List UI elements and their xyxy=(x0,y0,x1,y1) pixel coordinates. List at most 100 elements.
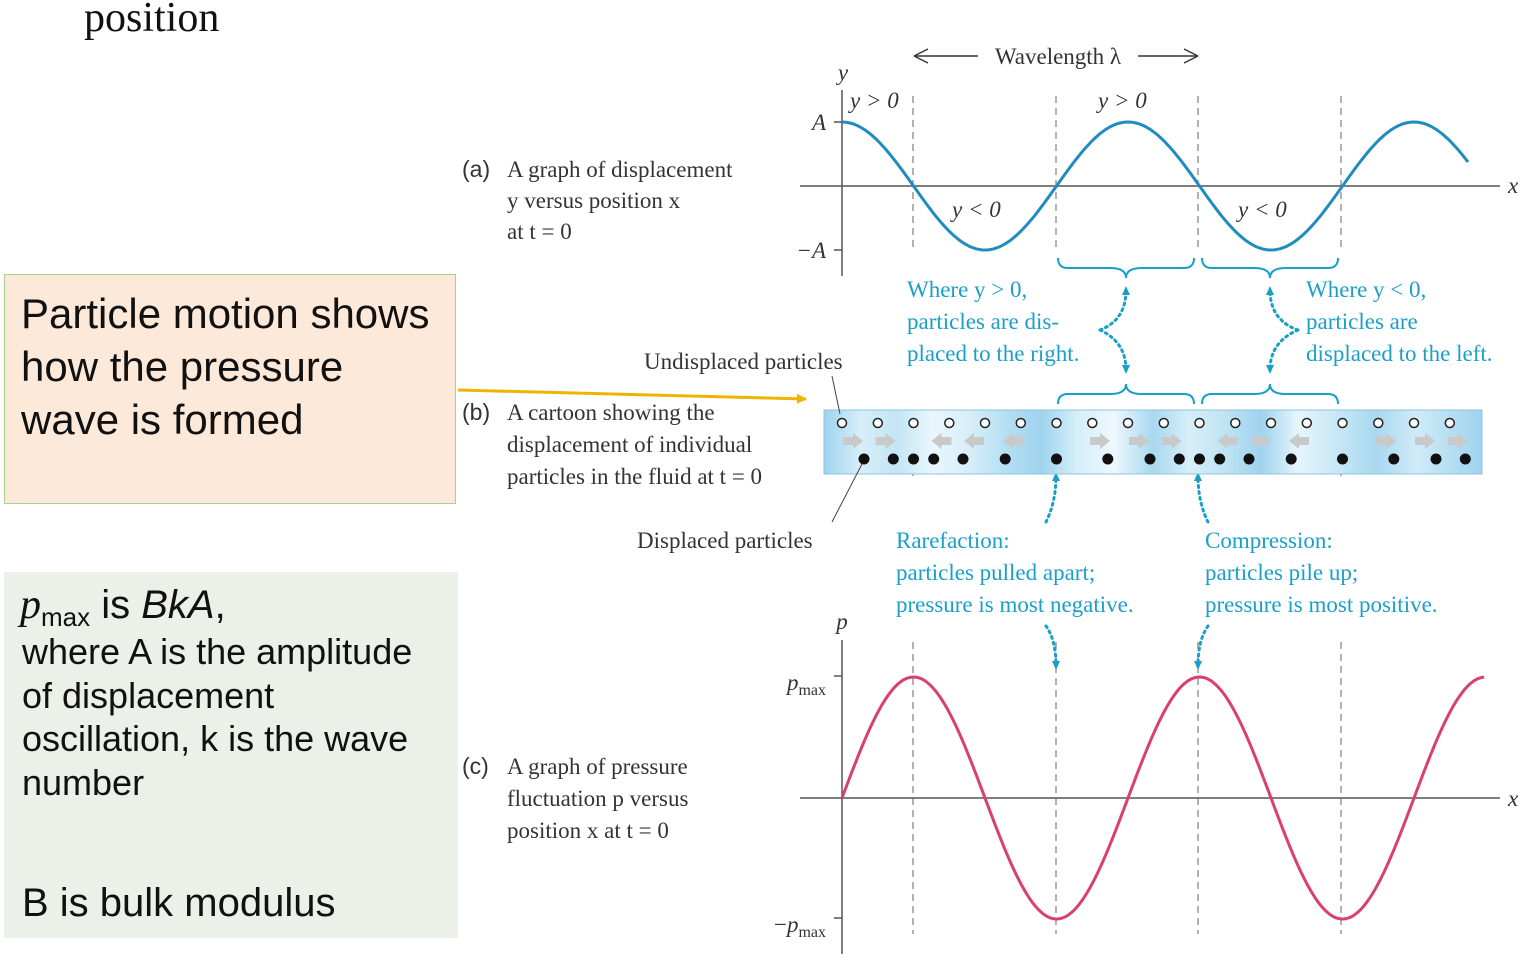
undisplaced-particle xyxy=(872,417,884,429)
region-label-y-pos-1: y > 0 xyxy=(848,88,899,113)
undisplaced-particle xyxy=(1158,417,1170,429)
note-right-displaced: Where y > 0, particles are dis- placed t… xyxy=(907,277,1079,366)
undisplaced-particle xyxy=(1444,417,1456,429)
undisplaced-particle xyxy=(836,417,848,429)
displaced-particle xyxy=(1051,453,1062,465)
undisplaced-particle xyxy=(1015,417,1027,429)
brace-top-right xyxy=(1057,257,1195,279)
right-arrow-icon xyxy=(875,433,896,449)
displaced-particle xyxy=(1430,453,1442,465)
panel-b-caption: A cartoon showing the displacement of in… xyxy=(507,400,762,489)
undisplaced-particle xyxy=(1051,417,1062,429)
brace-bottom-right xyxy=(1057,383,1195,405)
undisplaced-particle xyxy=(1265,417,1277,429)
panel-c: p x pmax −pmax (c) A graph of pressure f… xyxy=(462,609,1519,954)
right-arrow-icon xyxy=(1447,433,1468,449)
particle-motion-note: Particle motion shows how the pressure w… xyxy=(4,274,456,504)
undisplaced-particle xyxy=(1087,417,1098,429)
panel-a-tag: (a) xyxy=(462,156,490,182)
displaced-particle xyxy=(1144,453,1156,465)
panel-c-y-label: p xyxy=(834,609,848,634)
displaced-particle xyxy=(999,453,1011,465)
undisplaced-particle xyxy=(1337,417,1348,429)
panel-a-caption: A graph of displacement y versus positio… xyxy=(507,157,738,244)
displaced-particle xyxy=(928,453,940,465)
tick-a: A xyxy=(810,110,827,135)
undisplaced-particle xyxy=(944,417,955,429)
heading-fragment: position xyxy=(84,0,220,41)
particles xyxy=(836,417,1471,465)
right-arrow-icon xyxy=(843,433,863,449)
pmax-symbol: p xyxy=(20,582,41,628)
pmax-note: pmax is BkA, where A is the amplitude of… xyxy=(4,572,458,938)
connector-arrow xyxy=(457,388,807,404)
note-compression: Compression: particles pile up; pressure… xyxy=(1205,528,1438,617)
left-arrow-icon xyxy=(931,433,952,449)
pressure-curve xyxy=(840,675,1485,921)
tick-neg-pmax: −pmax xyxy=(774,912,826,941)
panel-b: Undisplaced particles Displaced particle… xyxy=(462,349,1483,553)
displaced-particle xyxy=(1337,453,1348,465)
braces xyxy=(1057,257,1339,405)
displacement-curve xyxy=(841,120,1470,252)
left-arrow-icon xyxy=(1217,433,1238,449)
undisplaced-particle xyxy=(1122,417,1134,429)
note-left-displaced: Where y < 0, particles are displaced to … xyxy=(1306,277,1493,366)
left-arrow-icon xyxy=(964,433,984,449)
wavelength-indicator: Wavelength λ xyxy=(913,44,1199,69)
pmax-is: is xyxy=(90,583,142,627)
region-label-y-neg-2: y < 0 xyxy=(1236,197,1287,222)
undisplaced-particle xyxy=(1301,417,1313,429)
panel-a-x-label: x xyxy=(1507,173,1519,198)
panel-a-caption-1: A graph of displacement xyxy=(507,157,733,182)
displaced-particle xyxy=(1388,453,1400,465)
displaced-particle xyxy=(1459,453,1471,465)
left-arrow-icon xyxy=(1250,433,1270,449)
left-arrow-icon xyxy=(1288,433,1309,449)
brace-bottom-left xyxy=(1201,383,1339,405)
tick-neg-a: −A xyxy=(796,238,827,263)
panel-c-caption: A graph of pressure fluctuation p versus… xyxy=(507,754,694,843)
panel-a-caption-3: at t = 0 xyxy=(507,219,572,244)
region-label-y-neg-1: y < 0 xyxy=(950,197,1001,222)
undisplaced-particle xyxy=(1194,417,1205,429)
undisplaced-particle xyxy=(1408,417,1420,429)
displaced-particle xyxy=(1194,453,1205,465)
panel-c-tag: (c) xyxy=(462,753,489,779)
displaced-particle xyxy=(908,453,919,465)
undisplaced-particle xyxy=(908,417,919,429)
right-arrow-icon xyxy=(1129,433,1149,449)
undisplaced-particle xyxy=(979,417,991,429)
tick-pmax: pmax xyxy=(785,670,826,699)
displaced-particle xyxy=(1243,453,1255,465)
panel-a-caption-2: y versus position x xyxy=(507,188,681,213)
blue-notes: Where y > 0, particles are dis- placed t… xyxy=(896,277,1493,617)
displaced-particle xyxy=(1214,453,1226,465)
pmax-formula-line: pmax is BkA, xyxy=(20,580,226,642)
displaced-particle xyxy=(858,453,870,465)
pmax-formula: BkA xyxy=(141,583,215,627)
brace-top-left xyxy=(1201,257,1339,279)
annotation-arrows xyxy=(1044,286,1300,670)
pmax-comma: , xyxy=(214,583,226,627)
displaced-label: Displaced particles xyxy=(637,528,813,553)
bulk-modulus-note: B is bulk modulus xyxy=(22,881,336,925)
displaced-particle xyxy=(1102,453,1114,465)
undisplaced-label: Undisplaced particles xyxy=(644,349,843,374)
panel-c-x-label: x xyxy=(1507,786,1519,811)
right-arrow-icon xyxy=(1415,433,1435,449)
region-label-y-pos-2: y > 0 xyxy=(1096,88,1147,113)
displaced-particle xyxy=(1285,453,1297,465)
panel-a: y x A −A y > 0 y > 0 y < 0 y < 0 (a) A g… xyxy=(462,60,1519,276)
note-rarefaction: Rarefaction: particles pulled apart; pre… xyxy=(896,528,1134,617)
undisplaced-particle xyxy=(1230,417,1241,429)
pmax-subscript: max xyxy=(41,602,91,632)
panel-b-tag: (b) xyxy=(462,399,490,425)
pmax-explanation: where A is the amplitude of displacement… xyxy=(22,631,413,803)
displaced-particle xyxy=(887,453,899,465)
left-arrow-icon xyxy=(1002,433,1023,449)
right-arrow-icon xyxy=(1376,433,1397,449)
particle-motion-text: Particle motion shows how the pressure w… xyxy=(21,290,430,443)
